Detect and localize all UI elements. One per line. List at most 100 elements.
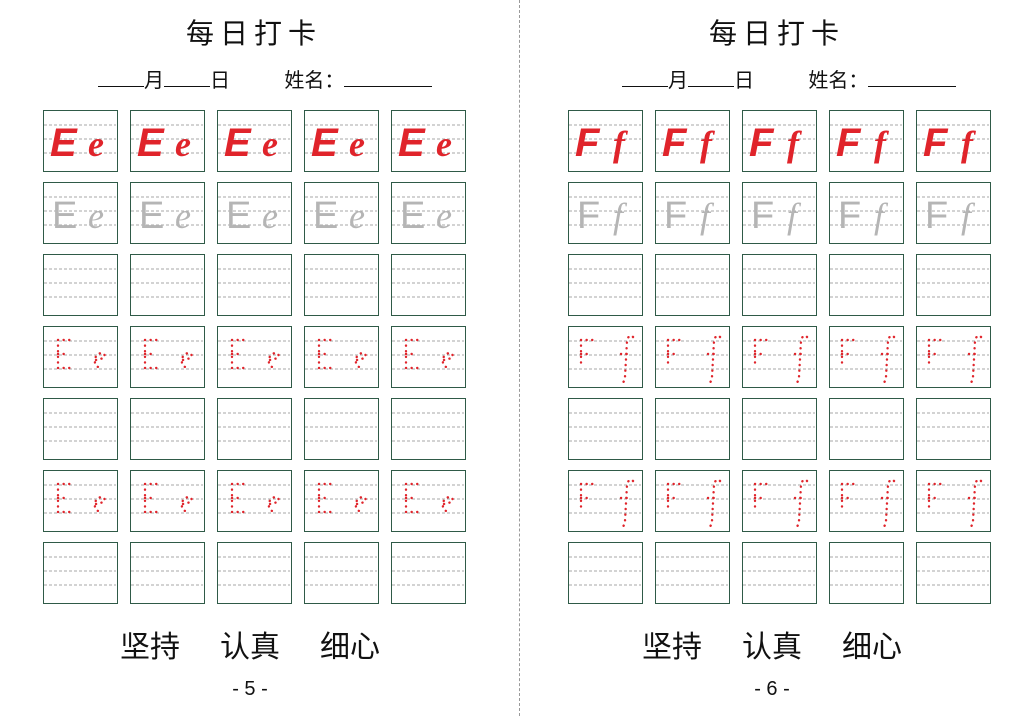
writing-cell[interactable]: F f <box>916 110 991 172</box>
writing-cell[interactable] <box>916 542 991 604</box>
writing-cell[interactable] <box>304 326 379 388</box>
writing-cell[interactable]: F f <box>568 110 643 172</box>
writing-cell[interactable] <box>568 398 643 460</box>
writing-cell[interactable] <box>568 326 643 388</box>
writing-cell[interactable] <box>655 254 730 316</box>
writing-cell[interactable]: F f <box>829 182 904 244</box>
writing-cell[interactable]: E e <box>217 182 292 244</box>
svg-text:F: F <box>662 121 688 165</box>
svg-text:e: e <box>349 196 365 236</box>
day-blank[interactable] <box>688 85 734 87</box>
month-label: 月 <box>144 68 164 92</box>
writing-cell[interactable] <box>130 326 205 388</box>
writing-cell[interactable] <box>742 326 817 388</box>
writing-cell[interactable] <box>655 542 730 604</box>
cell-guides <box>830 478 902 529</box>
writing-cell[interactable] <box>43 326 118 388</box>
writing-cell[interactable] <box>130 470 205 532</box>
writing-cell[interactable] <box>742 254 817 316</box>
writing-cell[interactable] <box>916 326 991 388</box>
page-title: 每日打卡 <box>185 17 322 50</box>
svg-text:F: F <box>575 121 601 165</box>
writing-cell[interactable] <box>304 470 379 532</box>
writing-cell[interactable] <box>829 398 904 460</box>
writing-cell[interactable] <box>217 470 292 532</box>
writing-cell[interactable]: F f <box>829 110 904 172</box>
cell-guides <box>218 556 290 586</box>
writing-cell[interactable] <box>829 254 904 316</box>
writing-cell[interactable] <box>568 254 643 316</box>
writing-cell[interactable]: E e <box>43 110 118 172</box>
writing-cell[interactable] <box>829 470 904 532</box>
writing-cell[interactable] <box>742 398 817 460</box>
slogan-item: 坚持 <box>120 630 180 665</box>
day-blank[interactable] <box>164 85 210 87</box>
student-info-line: 月日 姓名： <box>622 64 957 93</box>
writing-cell[interactable]: E e <box>304 182 379 244</box>
writing-cell[interactable] <box>916 470 991 532</box>
writing-cell[interactable] <box>391 470 466 532</box>
cell-guides: F f <box>917 195 989 237</box>
cell-guides: F f <box>569 121 641 165</box>
svg-text:e: e <box>262 124 278 164</box>
cell-guides <box>917 268 989 298</box>
cell-guides <box>656 478 728 529</box>
writing-cell[interactable]: F f <box>916 182 991 244</box>
cell-guides <box>392 482 464 514</box>
writing-cell[interactable] <box>217 326 292 388</box>
writing-cell[interactable] <box>217 398 292 460</box>
writing-cell[interactable] <box>829 542 904 604</box>
name-blank[interactable] <box>868 85 957 87</box>
writing-cell[interactable] <box>43 542 118 604</box>
writing-cell[interactable] <box>742 470 817 532</box>
svg-text:F: F <box>664 195 687 237</box>
writing-cell[interactable]: E e <box>391 182 466 244</box>
writing-cell[interactable] <box>43 470 118 532</box>
writing-cell[interactable] <box>916 254 991 316</box>
writing-cell[interactable] <box>655 326 730 388</box>
cell-guides: E e <box>44 121 116 165</box>
writing-cell[interactable]: E e <box>391 110 466 172</box>
writing-cell[interactable] <box>568 542 643 604</box>
writing-cell[interactable] <box>304 398 379 460</box>
writing-cell[interactable] <box>568 470 643 532</box>
writing-cell[interactable]: E e <box>130 110 205 172</box>
writing-cell[interactable]: E e <box>130 182 205 244</box>
cell-guides <box>131 338 203 370</box>
svg-text:f: f <box>613 124 628 164</box>
writing-cell[interactable] <box>43 398 118 460</box>
writing-cell[interactable] <box>655 398 730 460</box>
writing-cell[interactable] <box>43 254 118 316</box>
month-blank[interactable] <box>622 85 668 87</box>
writing-cell[interactable] <box>655 470 730 532</box>
cell-guides: F f <box>743 195 815 237</box>
slogan-item: 坚持 <box>642 630 702 665</box>
writing-cell[interactable] <box>391 254 466 316</box>
writing-cell[interactable] <box>391 542 466 604</box>
writing-cell[interactable] <box>829 326 904 388</box>
writing-cell[interactable] <box>217 254 292 316</box>
writing-cell[interactable] <box>304 254 379 316</box>
writing-cell[interactable] <box>130 254 205 316</box>
writing-cell[interactable]: F f <box>742 110 817 172</box>
writing-cell[interactable] <box>391 326 466 388</box>
writing-cell[interactable] <box>916 398 991 460</box>
writing-cell[interactable]: F f <box>655 110 730 172</box>
writing-cell[interactable]: F f <box>568 182 643 244</box>
svg-text:f: f <box>700 124 715 164</box>
writing-cell[interactable] <box>130 398 205 460</box>
name-blank[interactable] <box>344 85 433 87</box>
writing-cell[interactable] <box>217 542 292 604</box>
writing-cell[interactable]: E e <box>43 182 118 244</box>
writing-cell[interactable] <box>391 398 466 460</box>
cell-guides <box>218 412 290 442</box>
writing-cell[interactable]: F f <box>742 182 817 244</box>
writing-cell[interactable] <box>304 542 379 604</box>
svg-text:e: e <box>262 196 278 236</box>
writing-cell[interactable] <box>130 542 205 604</box>
writing-cell[interactable]: E e <box>304 110 379 172</box>
writing-cell[interactable]: F f <box>655 182 730 244</box>
writing-cell[interactable] <box>742 542 817 604</box>
month-blank[interactable] <box>98 85 144 87</box>
writing-cell[interactable]: E e <box>217 110 292 172</box>
